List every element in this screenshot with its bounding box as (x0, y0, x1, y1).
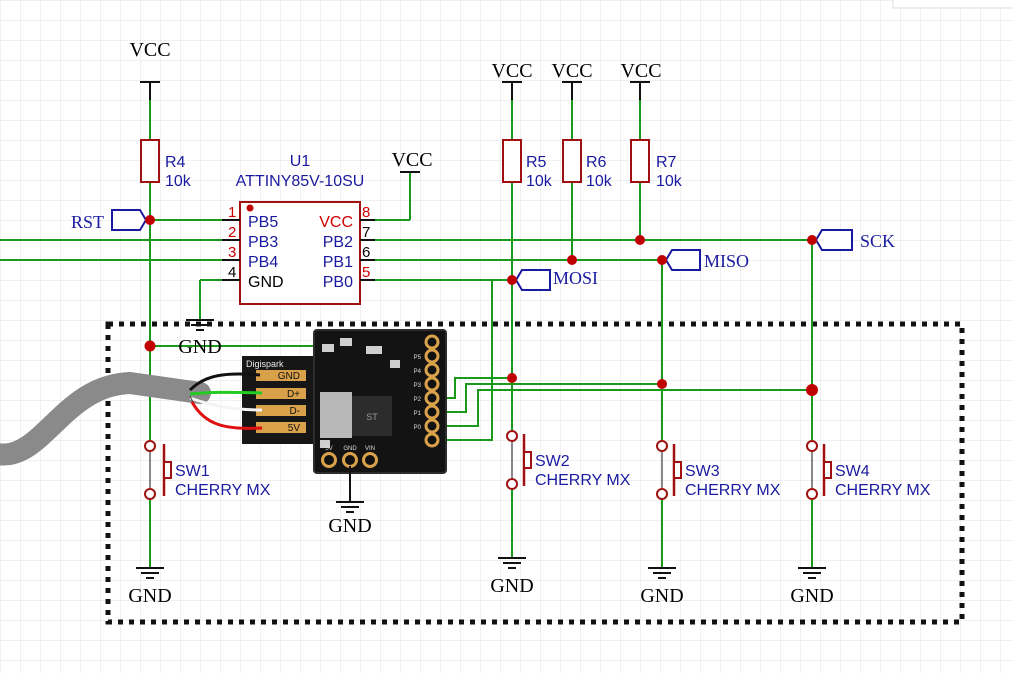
chip-pin1-marker (246, 204, 254, 212)
board-outline (105, 321, 965, 625)
pin-name-vcc: VCC (319, 214, 353, 231)
pin-name-gnd: GND (248, 274, 284, 291)
board-name: Digispark (246, 359, 284, 369)
pin-name-pb1: PB1 (323, 254, 353, 271)
corner-panel (892, 0, 1013, 9)
svg-text:ST: ST (366, 412, 378, 422)
net-label-miso: MISO (704, 251, 749, 271)
vcc-label-chip: VCC (391, 149, 432, 171)
pin-name-pb5: PB5 (248, 214, 278, 231)
pin-num-3: 3 (228, 244, 236, 261)
vcc-label-r4: VCC (129, 39, 170, 61)
net-flag-miso[interactable] (664, 249, 701, 271)
r4-value: 10k (165, 173, 192, 190)
chip-body[interactable] (239, 201, 361, 305)
net-flag-sck[interactable] (814, 229, 853, 251)
net-label-sck: SCK (860, 231, 895, 251)
sw2-ref: SW2 (535, 453, 570, 470)
switch-sw1[interactable] (144, 440, 172, 500)
r5-ref: R5 (526, 154, 547, 171)
net-label-rst: RST (71, 212, 104, 232)
r7-value: 10k (656, 173, 683, 190)
gnd-label-board: GND (328, 515, 371, 537)
r5-value: 10k (526, 173, 553, 190)
vcc-label-r5: VCC (491, 60, 532, 82)
side-pin-p5: P5 (414, 355, 422, 361)
gnd-label-sw3: GND (640, 585, 683, 607)
pin-num-5: 5 (362, 264, 370, 281)
bottom-pin-gnd: GND (343, 446, 357, 452)
side-pin-p3: P3 (414, 383, 422, 389)
vcc-label-r7: VCC (620, 60, 661, 82)
chip-gnd-symbol (186, 319, 214, 331)
chip-ref: U1 (290, 153, 311, 170)
gnd-label-sw4: GND (790, 585, 833, 607)
gnd-label-sw2: GND (490, 575, 533, 597)
switch-sw4[interactable] (806, 440, 832, 500)
junctions (144, 215, 818, 396)
r6-ref: R6 (586, 154, 607, 171)
sw4-ref: SW4 (835, 463, 870, 480)
side-pin-p2: P2 (414, 397, 422, 403)
usb-pin-5v: 5V (288, 423, 301, 434)
resistor-r4[interactable] (140, 139, 160, 183)
sw3-ref: SW3 (685, 463, 720, 480)
vcc-label-r6: VCC (551, 60, 592, 82)
pin-num-7: 7 (362, 224, 370, 241)
sw4-type: CHERRY MX (835, 482, 931, 499)
sw1-ref: SW1 (175, 463, 210, 480)
resistor-r6[interactable] (562, 139, 582, 183)
wires (0, 100, 813, 568)
switch-sw2[interactable] (506, 430, 532, 490)
usb-pin-dplus: D+ (287, 389, 300, 400)
chip-pin-leads (222, 219, 375, 281)
sw1-type: CHERRY MX (175, 482, 271, 499)
usb-pin-dminus: D- (289, 406, 300, 417)
gnd-label-sw1: GND (128, 585, 171, 607)
pin-num-6: 6 (362, 244, 370, 261)
board-gnd-symbol (336, 501, 364, 513)
vcc-symbols (140, 81, 650, 173)
side-pin-p4: P4 (414, 369, 422, 375)
pin-name-pb0: PB0 (323, 274, 353, 291)
digispark-board[interactable]: Digispark GND D+ D- 5V ST P5 (0, 329, 447, 474)
side-pin-p0: P0 (414, 425, 422, 431)
sw3-type: CHERRY MX (685, 482, 781, 499)
chip-part: ATTINY85V-10SU (236, 173, 365, 190)
gnd-label-chip: GND (178, 336, 221, 358)
pin-name-pb4: PB4 (248, 254, 278, 271)
bottom-pin-5v: 5V (325, 446, 332, 452)
pin-num-8: 8 (362, 204, 370, 221)
gnd-symbols (136, 557, 826, 579)
pin-num-1: 1 (228, 204, 236, 221)
side-pin-p1: P1 (414, 411, 422, 417)
net-label-mosi: MOSI (553, 268, 598, 288)
net-flag-rst[interactable] (111, 209, 148, 231)
pin-num-2: 2 (228, 224, 236, 241)
sw2-type: CHERRY MX (535, 472, 631, 489)
resistor-r7[interactable] (630, 139, 650, 183)
bottom-pin-vin: VIN (365, 446, 375, 452)
pin-num-4: 4 (228, 264, 236, 281)
net-flag-mosi[interactable] (514, 269, 551, 291)
r4-ref: R4 (165, 154, 186, 171)
r7-ref: R7 (656, 154, 677, 171)
pin-name-pb3: PB3 (248, 234, 278, 251)
r6-value: 10k (586, 173, 613, 190)
usb-pin-gnd: GND (278, 371, 300, 382)
pin-name-pb2: PB2 (323, 234, 353, 251)
resistor-r5[interactable] (502, 139, 522, 183)
switch-sw3[interactable] (656, 440, 682, 500)
